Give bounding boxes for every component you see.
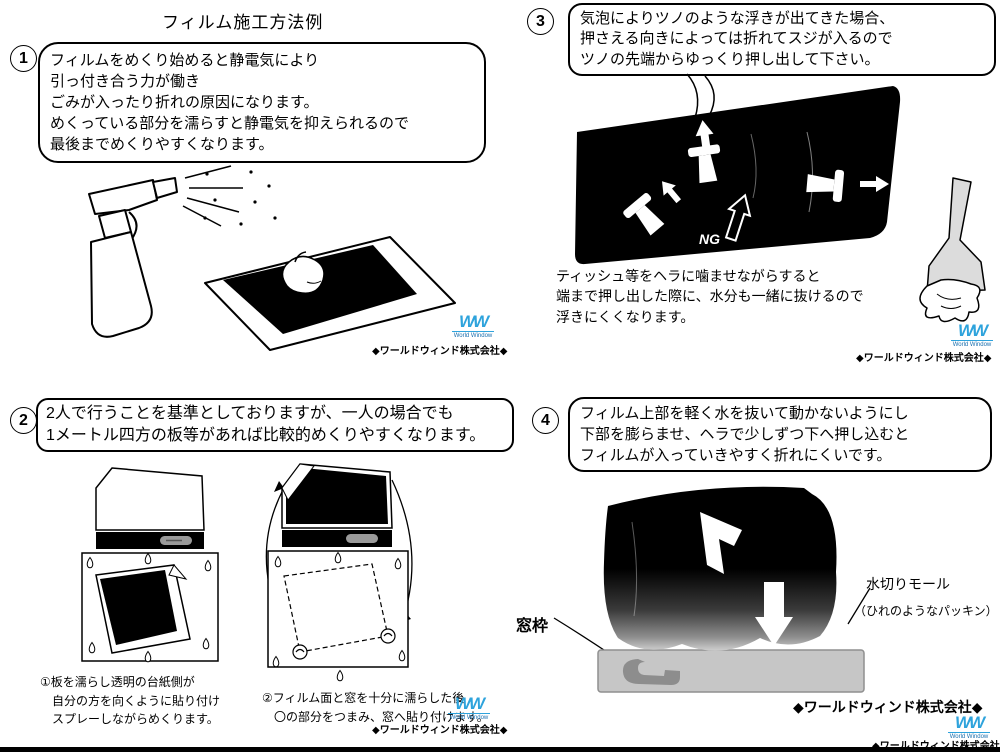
step-3-note: ティッシュ等をヘラに噛ませながらすると 端まで押し出した際に、水分も一緒に抜ける… bbox=[556, 266, 864, 327]
pinch-point-markers bbox=[292, 628, 396, 660]
ww-logo: WW World Window bbox=[448, 695, 490, 721]
note-line: 浮きにくくなります。 bbox=[556, 308, 695, 325]
ww-logo-subtitle: World Window bbox=[448, 713, 490, 721]
spray-drops bbox=[203, 170, 277, 226]
squeegee-icon-top bbox=[687, 144, 721, 184]
company-name: ◆ワールドウィンド株式会社◆ bbox=[372, 346, 508, 357]
step-1-number: 1 bbox=[10, 45, 37, 72]
ww-logo-subtitle: World Window bbox=[452, 331, 494, 339]
step-2-caption-1: ①板を濡らし透明の台紙側が 自分の方を向くように貼り付け スプレーしながらめくり… bbox=[40, 673, 220, 729]
step-2-caption-2: ②フィルム面と窓を十分に濡らした後 〇の部分をつまみ、窓へ貼り付けます。 bbox=[262, 689, 489, 726]
tissue-squeegee-icon bbox=[919, 177, 986, 323]
squeegee-icon-left bbox=[623, 193, 665, 236]
instruction-line: 2人で行うことを基準としておりますが、一人の場合でも bbox=[46, 405, 454, 422]
ww-logo-letters: WW bbox=[954, 713, 985, 732]
drip-molding-note-label: （ひれのようなパッキン） bbox=[854, 604, 998, 618]
door-panel bbox=[267, 550, 409, 668]
company-name-large: ◆ワールドウィンド株式会社◆ bbox=[793, 699, 983, 715]
caption-line: ②フィルム面と窓を十分に濡らした後 bbox=[262, 691, 465, 705]
spray-bottle-icon bbox=[88, 177, 178, 338]
caption-line: スプレーしながらめくります。 bbox=[40, 712, 219, 727]
ng-label: NG bbox=[699, 231, 720, 247]
push-down-arrow-icon bbox=[755, 582, 793, 646]
step-1-instruction-box: フィルムをめくり始めると静電気により 引っ付き合う力が働き ごみが入ったり折れの… bbox=[38, 42, 486, 163]
film-sheet bbox=[204, 236, 456, 351]
ww-logo-letters: WW bbox=[458, 312, 489, 331]
step-3-number: 3 bbox=[527, 8, 554, 35]
instruction-line: 最後までめくりやすくなります。 bbox=[50, 136, 274, 153]
note-line: ティッシュ等をヘラに噛ませながらすると bbox=[556, 268, 821, 284]
arrow-right-icon bbox=[860, 176, 889, 192]
instruction-line: めくっている部分を濡らすと静電気を抑えられるので bbox=[50, 115, 409, 132]
ww-logo-subtitle: World Window bbox=[951, 340, 993, 348]
step-1-illustration bbox=[88, 165, 456, 351]
window-frame-label: 窓枠 bbox=[516, 618, 549, 635]
ng-arrow-icon bbox=[724, 193, 752, 242]
arrow-up-left-icon bbox=[662, 181, 682, 204]
spray-mist bbox=[182, 165, 243, 227]
door-handle bbox=[346, 534, 378, 543]
instruction-line: 下部を膨らませ、ヘラで少しずつ下へ押し込むと bbox=[580, 426, 910, 443]
step-4-illustration bbox=[553, 486, 871, 693]
bottom-edge-bar bbox=[0, 747, 1000, 752]
caption-line: 〇の部分をつまみ、窓へ貼り付けます。 bbox=[262, 709, 489, 724]
door-glass-filmed bbox=[281, 463, 393, 529]
instruction-line: フィルムが入っていきやすく折れにくいです。 bbox=[580, 447, 892, 464]
instruction-line: 1メートル四方の板等があれば比較的めくりやすくなります。 bbox=[46, 427, 486, 445]
instruction-line: 気泡によりツノのような浮きが出てきた場合、 bbox=[580, 10, 895, 27]
ww-logo-letters: WW bbox=[454, 694, 485, 713]
door-glass bbox=[95, 467, 205, 531]
instruction-line: フィルムをめくり始めると静電気により bbox=[50, 52, 320, 69]
ww-logo-letters: WW bbox=[957, 321, 988, 340]
pointer-line-window-frame bbox=[553, 617, 611, 655]
step-2-instruction-box: 2人で行うことを基準としておりますが、一人の場合でも 1メートル四方の板等があれ… bbox=[36, 398, 514, 453]
film-edge-lines bbox=[686, 73, 715, 119]
step-2-illustration-1 bbox=[81, 467, 219, 663]
company-name: ◆ワールドウィンド株式会社◆ bbox=[372, 725, 508, 736]
instruction-line: 押さえる向きによっては折れてスジが入るので bbox=[580, 30, 893, 48]
instruction-line: フィルム上部を軽く水を抜いて動かないようにし bbox=[580, 405, 909, 422]
step-3-illustration: NG bbox=[575, 73, 986, 323]
page-title: フィルム施工方法例 bbox=[162, 13, 324, 32]
hand-icon bbox=[281, 251, 325, 294]
film-on-sheet bbox=[100, 570, 177, 645]
squeegee-icon-right bbox=[806, 169, 845, 202]
step-4-instruction-box: フィルム上部を軽く水を抜いて動かないようにし 下部を膨らませ、ヘラで少しずつ下へ… bbox=[568, 397, 992, 472]
backing-sheet bbox=[95, 564, 191, 654]
drip-molding-label: 水切りモール bbox=[866, 576, 950, 592]
caption-line: ①板を濡らし透明の台紙側が bbox=[40, 675, 195, 689]
door-sill bbox=[597, 649, 865, 693]
step-2-illustration-2 bbox=[265, 463, 413, 682]
ww-logo-subtitle: World Window bbox=[948, 732, 990, 740]
door-trim bbox=[282, 530, 392, 547]
company-name: ◆ワールドウィンド株式会社◆ bbox=[872, 737, 1000, 752]
pointer-line-molding bbox=[847, 587, 871, 625]
note-line: 端まで押し出した際に、水分も一緒に抜けるので bbox=[556, 288, 864, 305]
instruction-line: 引っ付き合う力が働き bbox=[50, 73, 201, 90]
ww-logo: WW World Window bbox=[951, 322, 993, 348]
instruction-line: ごみが入ったり折れの原因になります。 bbox=[50, 94, 319, 111]
ww-logo: WW World Window bbox=[948, 714, 990, 740]
ww-logo: WW World Window bbox=[452, 313, 494, 339]
caption-line: 自分の方を向くように貼り付け bbox=[40, 693, 221, 708]
instruction-line: ツノの先端からゆっくり押し出して下さい。 bbox=[580, 50, 880, 68]
company-name: ◆ワールドウィンド株式会社◆ bbox=[856, 353, 992, 364]
film-fold-highlight bbox=[700, 512, 742, 574]
step-2-number: 2 bbox=[10, 407, 37, 434]
step-4-number: 4 bbox=[532, 407, 559, 434]
sill-handle bbox=[622, 659, 680, 685]
door-trim bbox=[96, 532, 204, 549]
step-3-instruction-box: 気泡によりツノのような浮きが出てきた場合、 押さえる向きによっては折れてスジが入… bbox=[568, 3, 996, 76]
